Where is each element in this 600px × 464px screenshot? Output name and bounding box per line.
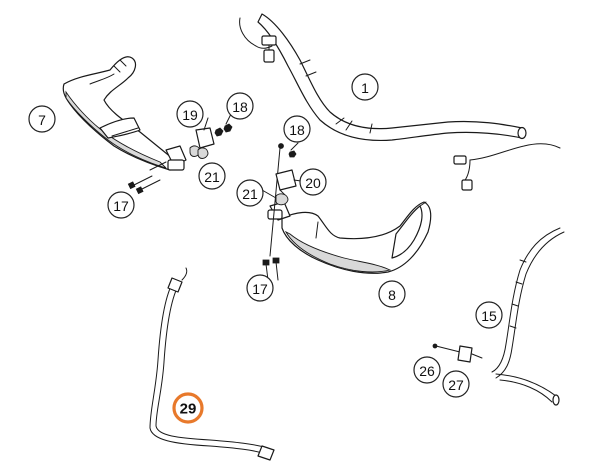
svg-text:18: 18 <box>232 99 248 115</box>
callout-27: 27 <box>442 370 470 398</box>
callout-17-right: 17 <box>246 274 274 302</box>
callout-20: 20 <box>299 168 327 196</box>
cable-15-part <box>453 143 565 406</box>
callout-1: 1 <box>351 73 379 101</box>
svg-text:29: 29 <box>180 401 197 418</box>
left-handguard-part <box>62 56 187 171</box>
callout-26: 26 <box>413 356 441 384</box>
callout-17-left: 17 <box>107 191 135 219</box>
svg-text:20: 20 <box>305 175 321 191</box>
callout-21-left: 21 <box>198 162 226 190</box>
callout-29-highlighted[interactable]: 29 <box>172 392 204 424</box>
svg-text:17: 17 <box>113 198 129 214</box>
callout-7: 7 <box>28 105 56 133</box>
svg-text:21: 21 <box>204 169 220 185</box>
svg-text:18: 18 <box>289 122 305 138</box>
svg-text:21: 21 <box>242 186 258 202</box>
right-handguard-part <box>267 201 432 274</box>
callout-21-right: 21 <box>236 179 264 207</box>
svg-text:7: 7 <box>38 112 46 128</box>
callout-18-right: 18 <box>283 115 311 143</box>
svg-text:1: 1 <box>361 80 369 96</box>
hardware-parts <box>127 123 297 281</box>
callout-19: 19 <box>176 100 204 128</box>
svg-text:27: 27 <box>448 377 464 393</box>
svg-text:17: 17 <box>252 281 268 297</box>
svg-text:15: 15 <box>481 308 497 324</box>
sensor-26-27-part <box>432 343 483 363</box>
callout-8: 8 <box>378 280 406 308</box>
cable-29-part <box>149 267 275 461</box>
svg-text:8: 8 <box>388 287 396 303</box>
handlebar-part <box>239 13 527 142</box>
svg-text:26: 26 <box>419 363 435 379</box>
callout-18-left: 18 <box>226 92 254 120</box>
callout-15: 15 <box>475 301 503 329</box>
svg-text:19: 19 <box>182 107 198 123</box>
